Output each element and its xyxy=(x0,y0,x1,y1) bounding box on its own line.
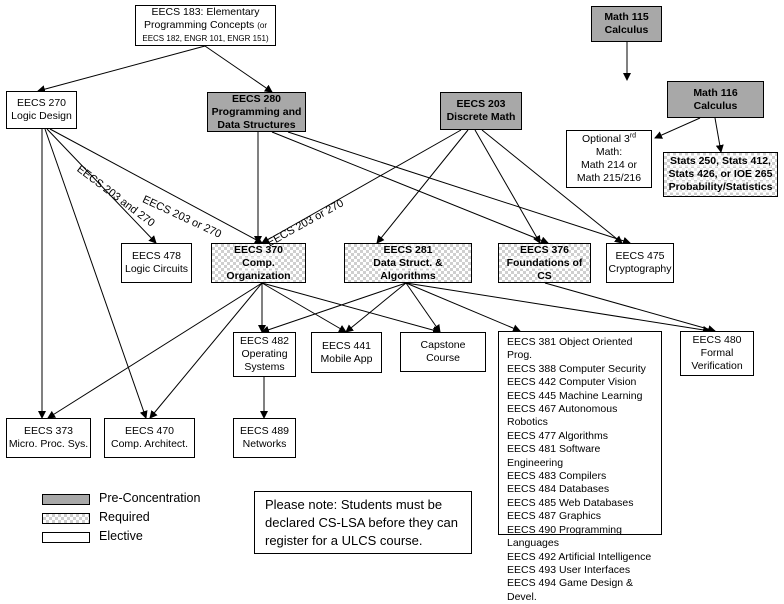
prerequisite-arrow xyxy=(345,282,407,333)
elective-item: EECS 481 Software Engineering xyxy=(507,443,601,469)
legend-label-elective: Elective xyxy=(99,529,143,543)
elective-item: EECS 483 Compilers xyxy=(507,470,607,483)
prerequisite-arrows xyxy=(37,42,724,419)
elective-item: EECS 490 Programming Languages xyxy=(507,523,622,550)
node-eecs183: EECS 183: Elementary Programming Concept… xyxy=(135,5,276,46)
prerequisite-arrow xyxy=(261,282,407,334)
prerequisite-arrow xyxy=(261,282,441,334)
registration-note: Please note: Students must be declared C… xyxy=(254,491,472,554)
elective-item: EECS 485 Web Databases xyxy=(507,496,634,509)
elective-item: EECS 494 Game Design & Devel. xyxy=(507,577,634,603)
node-stats: Stats 250, Stats 412, Stats 426, or IOE … xyxy=(663,152,778,197)
legend-label-required: Required xyxy=(99,510,150,524)
legend-swatch-required xyxy=(42,513,90,524)
node-optional-math: Optional 3rd Math: Math 214 or Math 215/… xyxy=(566,130,652,188)
prerequisite-arrow xyxy=(714,117,724,153)
prerequisite-arrow xyxy=(261,129,462,244)
elective-item: EECS 487 Graphics xyxy=(507,510,601,523)
node-elective-list: EECS 381 Object Oriented Prog.EECS 388 C… xyxy=(498,331,662,603)
elective-item: EECS 477 Algorithms xyxy=(507,429,608,442)
legend-swatch-pre xyxy=(42,494,90,505)
prerequisite-arrow xyxy=(149,282,263,419)
elective-item: EECS 442 Computer Vision xyxy=(507,376,637,389)
prerequisite-arrow xyxy=(44,128,148,419)
prerequisite-arrow xyxy=(261,282,347,333)
elective-item: EECS 445 Machine Learning xyxy=(507,389,643,402)
prerequisite-arrow xyxy=(654,117,701,139)
prerequisite-arrow xyxy=(37,45,206,94)
prerequisite-arrow xyxy=(405,282,711,334)
legend-swatch-elective xyxy=(42,532,90,543)
prerequisite-arrow xyxy=(405,282,521,332)
prerequisite-arrow xyxy=(474,129,541,244)
elective-item: EECS 388 Computer Security xyxy=(507,362,646,375)
elective-item: EECS 381 Object Oriented Prog. xyxy=(507,336,633,362)
prerequisite-arrow xyxy=(376,129,469,244)
prerequisite-arrow xyxy=(405,282,441,333)
prerequisite-arrow xyxy=(544,282,716,333)
prerequisite-arrow xyxy=(47,282,263,419)
elective-item: EECS 484 Databases xyxy=(507,483,610,496)
prerequisite-arrow xyxy=(481,129,623,244)
elective-item: EECS 493 User Interfaces xyxy=(507,563,631,576)
prerequisite-arrow xyxy=(49,128,263,244)
elective-item: EECS 467 Autonomous Robotics xyxy=(507,403,618,429)
prerequisite-arrow xyxy=(271,131,549,245)
legend-label-pre: Pre-Concentration xyxy=(99,491,201,505)
prerequisite-arrow xyxy=(46,128,157,244)
prerequisite-arrow xyxy=(204,45,273,93)
prerequisite-arrow xyxy=(287,131,631,245)
elective-item: EECS 492 Artificial Intelligence xyxy=(507,550,652,563)
